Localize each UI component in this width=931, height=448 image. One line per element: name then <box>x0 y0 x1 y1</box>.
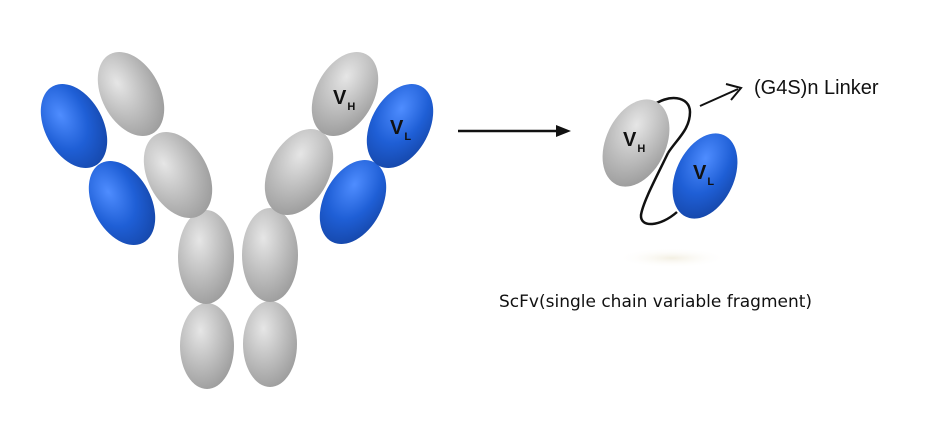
right-ch1-domain <box>264 129 334 215</box>
scfv-vl-label: VL <box>693 162 714 188</box>
conversion-arrow <box>458 125 571 137</box>
scfv-vh-domain <box>602 99 670 187</box>
linker-label: (G4S)n Linker <box>754 77 879 99</box>
left-cl-domain <box>88 160 156 246</box>
linker-loop-back <box>650 96 692 154</box>
fc-domain-right-lower <box>243 301 297 387</box>
linker-loop-front <box>639 152 678 226</box>
scfv-shadow <box>617 248 727 268</box>
scfv-vl-domain <box>672 133 738 219</box>
antibody: VH VL <box>40 51 434 389</box>
linker-pointer-arrow <box>699 83 743 107</box>
left-ch1-domain <box>143 132 213 218</box>
fc-domain-left-lower <box>180 303 234 389</box>
left-vh-domain <box>97 51 165 137</box>
scfv-caption: ScFv(single chain variable fragment) <box>499 292 812 312</box>
antibody-vh-label: VH <box>333 87 355 113</box>
left-vl-domain <box>40 83 108 169</box>
antibody-vl-label: VL <box>390 117 411 143</box>
fc-domain-left-upper <box>178 210 234 304</box>
scfv: (G4S)n Linker VH VL ScFv(single chain va… <box>499 77 879 312</box>
right-cl-domain <box>319 159 387 245</box>
fc-domain-right-upper <box>242 208 298 302</box>
scfv-vh-label: VH <box>623 129 645 155</box>
right-vh-domain <box>311 51 379 137</box>
right-vl-domain <box>366 83 434 169</box>
